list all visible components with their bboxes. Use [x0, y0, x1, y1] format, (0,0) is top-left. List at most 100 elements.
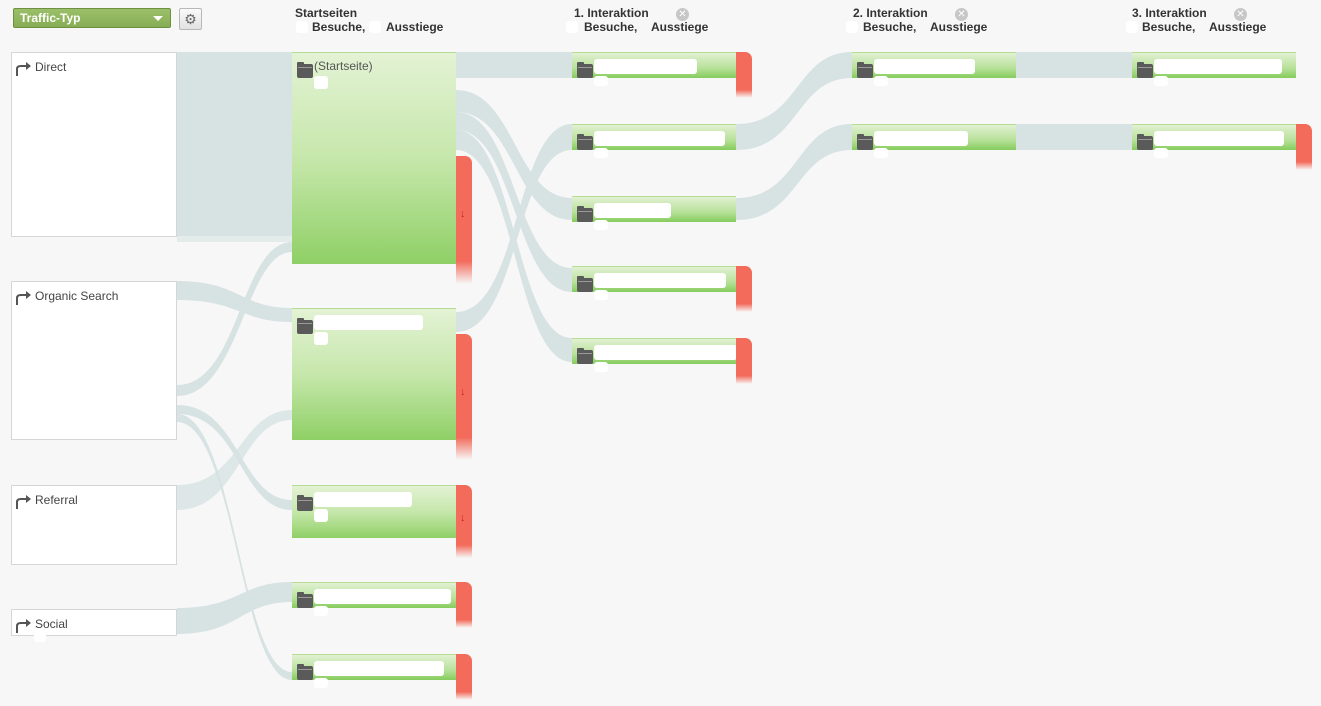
visits-value-pill — [874, 76, 888, 86]
interaction-2-node[interactable] — [852, 52, 1016, 86]
close-icon[interactable]: ✕ — [1234, 8, 1247, 21]
interaction-3-node[interactable] — [1132, 52, 1296, 86]
folder-icon — [577, 348, 593, 364]
close-icon[interactable]: ✕ — [676, 8, 689, 21]
dropoff-bar[interactable]: ↓ — [456, 485, 472, 558]
page-label-pill — [594, 59, 697, 74]
folder-icon — [1137, 134, 1153, 150]
source-node-social[interactable]: Social — [11, 609, 177, 642]
visits-value-pill — [296, 21, 308, 33]
visits-value-pill — [314, 606, 328, 616]
page-label-pill — [594, 273, 726, 288]
dropoff-bar[interactable] — [456, 654, 472, 700]
page-label-pill — [1154, 59, 1282, 74]
column-sub-visits: Besuche, — [1142, 20, 1196, 34]
interaction-1-node[interactable] — [572, 338, 737, 372]
page-label-pill — [594, 345, 737, 360]
column-title-interaction-3: 3. Interaktion — [1132, 6, 1207, 20]
dropoff-bar[interactable] — [736, 338, 752, 384]
close-icon[interactable]: ✕ — [955, 8, 968, 21]
visits-value-pill — [314, 332, 328, 345]
flow-s2-i1b — [456, 124, 572, 332]
visits-value-pill — [34, 632, 46, 642]
source-label: Direct — [35, 60, 67, 74]
column-title-start-pages: Startseiten — [295, 6, 358, 20]
source-label: Social — [35, 617, 68, 631]
flow-social-start4 — [177, 582, 292, 634]
page-label-pill — [1154, 131, 1284, 146]
visits-value-pill — [594, 290, 608, 300]
page-label-pill — [314, 661, 444, 676]
folder-icon — [577, 62, 593, 78]
column-sub-visits: Besuche, — [584, 20, 638, 34]
visits-value-pill — [314, 678, 328, 688]
page-label-pill — [594, 203, 671, 218]
folder-icon — [857, 134, 873, 150]
column-title-interaction-1: 1. Interaktion — [574, 6, 649, 20]
visits-value-pill — [874, 148, 888, 158]
flow-referral-start2 — [177, 410, 292, 510]
flow-direct-startseite — [177, 52, 292, 236]
visits-value-pill — [1126, 21, 1138, 33]
visits-value-pill — [594, 362, 608, 372]
source-node-direct[interactable]: Direct — [11, 52, 177, 237]
folder-icon — [857, 62, 873, 78]
interaction-1-node[interactable] — [572, 52, 736, 86]
dimension-dropdown-label: Traffic-Typ — [20, 11, 81, 25]
dropoff-bar[interactable] — [736, 266, 752, 312]
page-label: (Startseite) — [314, 59, 373, 73]
redirect-arrow-icon — [16, 291, 31, 305]
source-label: Organic Search — [35, 289, 119, 303]
source-node-referral[interactable]: Referral — [11, 485, 177, 565]
source-node-organic-search[interactable]: Organic Search — [11, 281, 177, 440]
start-page-node[interactable] — [292, 582, 456, 616]
visits-value-pill — [594, 76, 608, 86]
chevron-down-icon — [153, 16, 163, 21]
start-page-node[interactable] — [292, 654, 456, 688]
gear-icon: ⚙ — [184, 11, 197, 27]
dropoff-bar[interactable] — [1296, 124, 1312, 170]
interaction-1-node[interactable] — [572, 124, 736, 158]
flow-organic-start2 — [177, 281, 292, 322]
start-page-node[interactable]: (Startseite) — [292, 52, 456, 264]
flow-i2b-i3b — [1016, 124, 1132, 150]
page-label-pill — [314, 315, 423, 330]
interaction-1-node[interactable] — [572, 196, 736, 230]
column-sub-exits: Ausstiege — [386, 20, 444, 34]
visits-value-pill — [846, 21, 858, 33]
column-sub-exits: Ausstiege — [1209, 20, 1267, 34]
flow-s1-i1a — [456, 52, 572, 78]
start-page-node[interactable] — [292, 485, 456, 538]
interaction-1-node[interactable] — [572, 266, 736, 300]
exits-value-pill — [369, 21, 381, 33]
visits-value-pill — [314, 76, 328, 89]
flow-i2a-i3a — [1016, 52, 1132, 78]
flow-s1-i1d — [456, 112, 572, 292]
folder-icon — [577, 206, 593, 222]
dropoff-bar[interactable]: ↓ — [456, 334, 472, 460]
interaction-2-node[interactable] — [852, 124, 1016, 158]
dropoff-bar[interactable]: ↓ — [456, 156, 472, 284]
visits-value-pill — [1154, 148, 1168, 158]
dropoff-bar[interactable] — [736, 52, 752, 98]
folder-icon — [297, 318, 313, 334]
visits-value-pill — [566, 21, 578, 33]
dropoff-bar[interactable] — [456, 582, 472, 628]
exit-arrow-icon: ↓ — [460, 208, 466, 220]
flow-direct-start2 — [177, 236, 292, 242]
column-title-interaction-2: 2. Interaktion — [853, 6, 928, 20]
page-label-pill — [314, 589, 451, 604]
visits-value-pill — [314, 509, 328, 522]
redirect-arrow-icon — [16, 619, 31, 633]
dimension-dropdown[interactable]: Traffic-Typ — [13, 8, 171, 28]
folder-icon — [297, 664, 313, 680]
flow-i1b-i2a — [736, 52, 852, 150]
exit-arrow-icon: ↓ — [460, 386, 466, 398]
settings-button[interactable]: ⚙ — [179, 8, 202, 30]
interaction-3-node[interactable] — [1132, 124, 1296, 158]
page-label-pill — [594, 131, 725, 146]
start-page-node[interactable] — [292, 308, 456, 440]
source-label: Referral — [35, 493, 78, 507]
visits-value-pill — [594, 148, 608, 158]
redirect-arrow-icon — [16, 62, 31, 76]
